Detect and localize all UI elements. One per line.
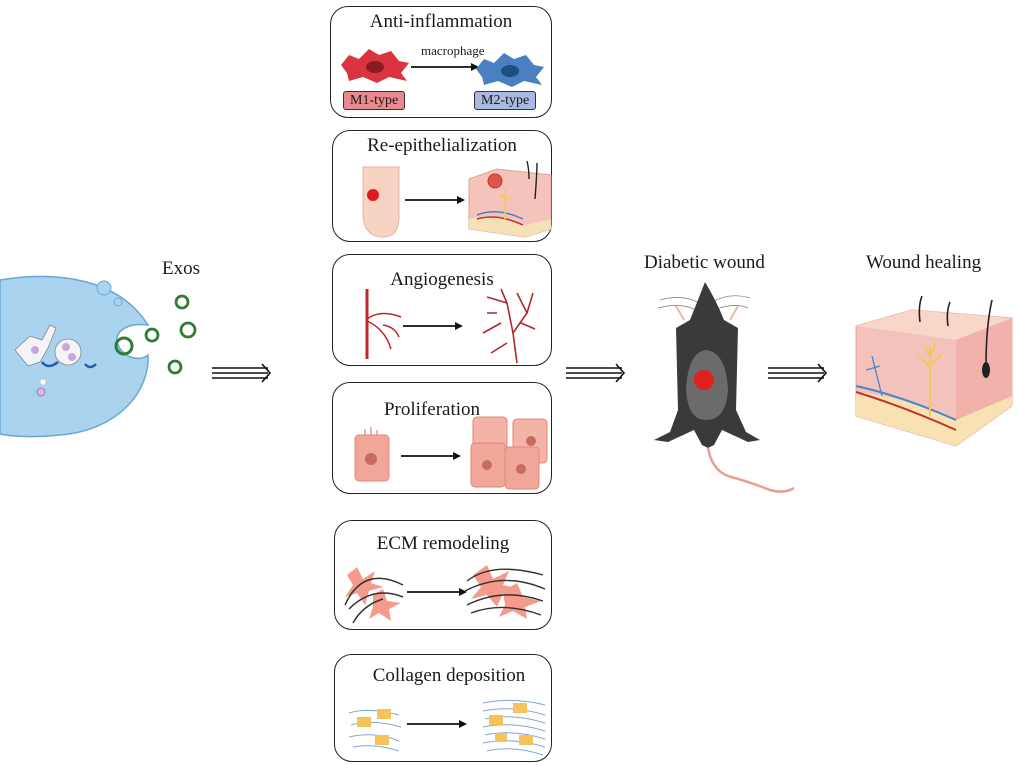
mechanism-box-ecm-remodeling: ECM remodeling: [334, 520, 552, 630]
exosome-vesicles-icon: [144, 294, 197, 375]
triple-arrow-icon: [212, 363, 272, 383]
donor-cell-illustration: [0, 270, 200, 440]
collagen-dense-icon: [482, 699, 546, 756]
diabetic-mouse-icon: [654, 282, 795, 493]
mechanism-title: Anti-inflammation: [369, 11, 513, 32]
arrow-icon: [401, 452, 461, 460]
mechanism-box-proliferation: Proliferation: [332, 382, 552, 494]
single-cell-icon: [354, 427, 390, 482]
fibroblasts-sparse-icon: [344, 567, 404, 624]
wounded-foot-icon: [362, 166, 400, 238]
m2-type-tag: M2-type: [474, 91, 537, 110]
donor-cell-icon: [0, 275, 150, 438]
branched-vessels-icon: [482, 288, 536, 364]
mechanism-box-angiogenesis: Angiogenesis: [332, 254, 552, 366]
triple-arrow-icon: [768, 363, 828, 383]
mechanism-box-collagen-deposition: Collagen deposition: [334, 654, 552, 762]
diabetic-wound-label: Diabetic wound: [644, 252, 765, 273]
arrow-icon: [411, 63, 479, 71]
fibroblasts-dense-icon: [464, 565, 546, 619]
arrow-icon: [405, 196, 465, 204]
wound-healing-label: Wound healing: [866, 252, 982, 273]
m2-macrophage-icon: [476, 53, 544, 87]
single-vessel-icon: [365, 289, 402, 359]
arrow-icon: [407, 720, 467, 728]
triple-arrow-icon: [566, 363, 626, 383]
mechanism-title: Collagen deposition: [372, 665, 526, 686]
arrow-icon: [407, 588, 467, 596]
exos-label: Exos: [162, 258, 200, 279]
mechanism-title: Proliferation: [383, 399, 481, 420]
mechanism-title: Angiogenesis: [390, 269, 494, 290]
arrow-icon: [403, 322, 463, 330]
m1-type-tag: M1-type: [343, 91, 406, 110]
arrow-label: macrophage: [421, 43, 485, 58]
healed-skin-icon: [855, 295, 1013, 447]
mechanism-box-re-epithelialization: Re-epithelialization: [332, 130, 552, 242]
mechanism-title: ECM remodeling: [376, 533, 510, 554]
mechanism-title: Re-epithelialization: [367, 135, 517, 156]
skin-repair-icon: [468, 160, 552, 238]
m1-macrophage-icon: [341, 49, 409, 83]
proliferated-cells-icon: [470, 416, 548, 490]
mechanism-box-anti-inflammation: Anti-inflammation macrophage M1-type M2-…: [330, 6, 552, 118]
collagen-sparse-icon: [348, 709, 402, 752]
